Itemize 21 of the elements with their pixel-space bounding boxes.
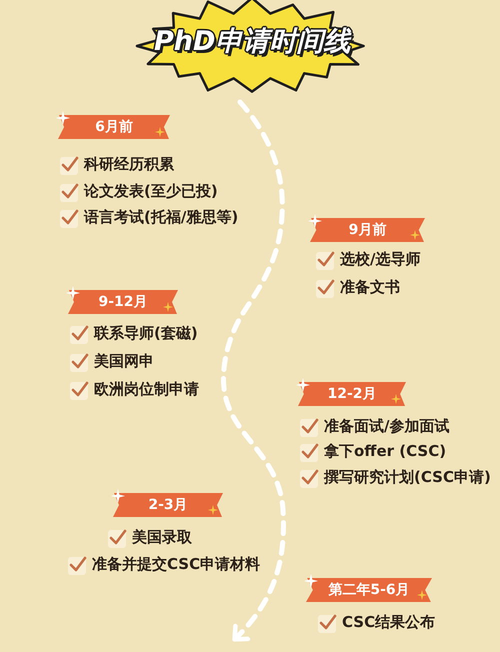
date-label: 9-12月 xyxy=(98,293,148,311)
task-text: 准备文书 xyxy=(340,278,400,297)
date-label: 第二年5-6月 xyxy=(328,581,410,599)
task-text: 拿下offer (CSC) xyxy=(324,442,446,461)
date-label: 12-2月 xyxy=(327,385,377,403)
task-text: 联系导师(套磁) xyxy=(94,324,198,343)
diagram-title: PhD申请时间线 xyxy=(154,25,350,59)
task-text: 撰写研究计划(CSC申请) xyxy=(324,468,491,487)
date-label: 2-3月 xyxy=(148,496,188,514)
task-text: 科研经历积累 xyxy=(84,155,174,174)
task-text: 选校/选导师 xyxy=(340,250,420,269)
task-text: 欧洲岗位制申请 xyxy=(94,380,199,399)
task-text: CSC结果公布 xyxy=(342,613,436,632)
task-text: 准备并提交CSC申请材料 xyxy=(92,555,260,574)
task-text: 准备面试/参加面试 xyxy=(324,417,450,436)
task-text: 论文发表(至少已投) xyxy=(84,182,218,201)
task-text: 美国网申 xyxy=(94,352,154,371)
date-label: 9月前 xyxy=(348,221,386,239)
task-text: 语言考试(托福/雅思等) xyxy=(84,208,238,227)
date-label: 6月前 xyxy=(95,118,133,136)
task-text: 美国录取 xyxy=(132,528,192,547)
